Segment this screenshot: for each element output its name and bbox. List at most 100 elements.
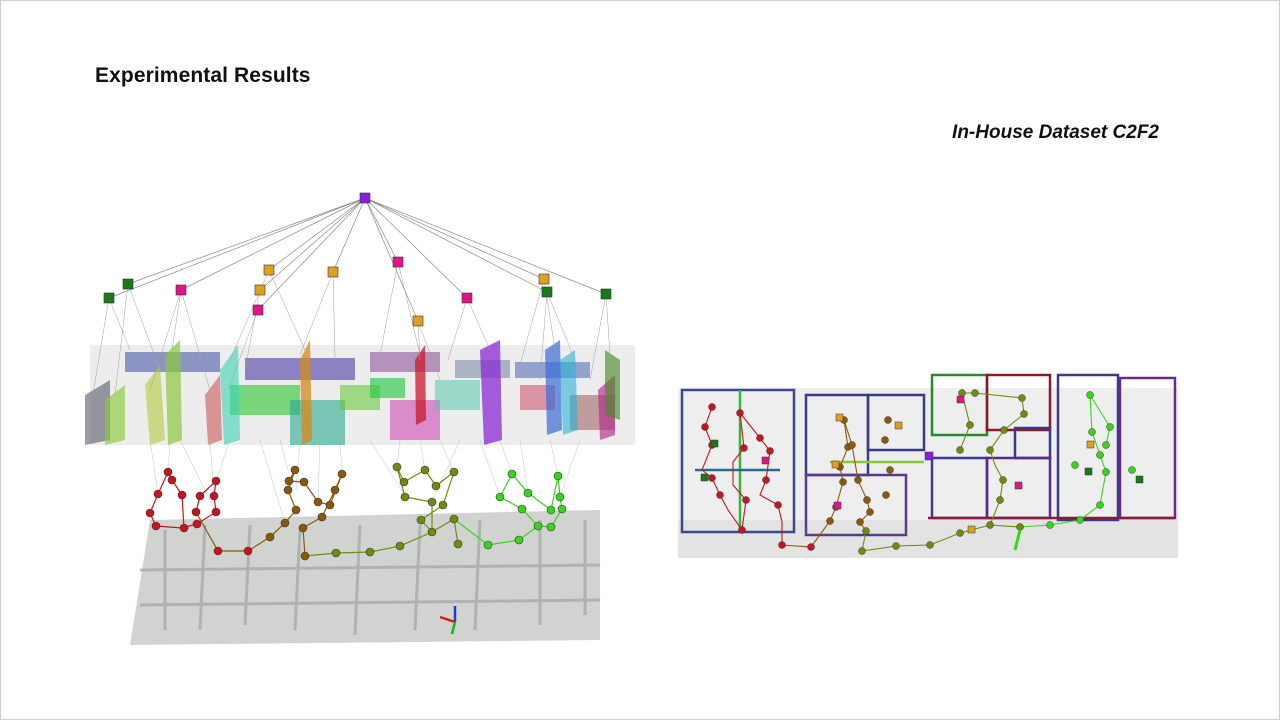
keyframe-node xyxy=(778,541,786,549)
keyframe-node xyxy=(839,478,847,486)
keyframe-node xyxy=(708,474,716,482)
room-node xyxy=(103,292,115,304)
keyframe-node xyxy=(848,441,856,449)
keyframe-node xyxy=(999,476,1007,484)
keyframe-node xyxy=(1088,428,1096,436)
room-node xyxy=(461,292,473,304)
keyframe-node xyxy=(826,517,834,525)
keyframe-node xyxy=(926,541,934,549)
keyframe-node xyxy=(762,476,770,484)
room-node xyxy=(541,286,553,298)
keyframe-node xyxy=(1128,466,1136,474)
keyframe-node xyxy=(453,539,463,549)
keyframe-node xyxy=(881,436,889,444)
keyframe-node xyxy=(325,500,335,510)
keyframe-group-green xyxy=(483,469,567,550)
left-3d-scene-graph xyxy=(85,192,635,645)
keyframe-node xyxy=(1106,423,1114,431)
keyframe-node xyxy=(546,522,556,532)
keyframe-node xyxy=(736,409,744,417)
room-node xyxy=(600,288,612,300)
room-node xyxy=(894,421,903,430)
floorplan-keyframes-green xyxy=(1046,391,1136,529)
room-node xyxy=(1014,481,1023,490)
keyframe-node xyxy=(192,519,202,529)
keyframe-node xyxy=(167,475,177,485)
keyframe-node xyxy=(299,477,309,487)
keyframe-node xyxy=(438,500,448,510)
keyframe-node xyxy=(756,434,764,442)
keyframe-group-red xyxy=(145,467,253,556)
keyframe-node xyxy=(213,546,223,556)
keyframe-node xyxy=(738,526,746,534)
keyframe-node xyxy=(265,532,275,542)
keyframe-node xyxy=(523,488,533,498)
keyframe-node xyxy=(291,505,301,515)
room-node xyxy=(761,456,770,465)
keyframe-node xyxy=(1102,441,1110,449)
keyframe-node xyxy=(163,467,173,477)
keyframe-node xyxy=(892,542,900,550)
keyframe-node xyxy=(483,540,493,550)
room-node xyxy=(831,460,840,469)
keyframe-node xyxy=(153,489,163,499)
room-node xyxy=(1135,475,1144,484)
room-node xyxy=(1086,440,1095,449)
room-node xyxy=(412,315,424,327)
room-node xyxy=(538,273,550,285)
keyframe-node xyxy=(243,546,253,556)
room-node xyxy=(175,284,187,296)
keyframe-node xyxy=(1076,516,1084,524)
keyframe-nodes xyxy=(145,462,567,561)
keyframe-node xyxy=(1096,501,1104,509)
keyframe-node xyxy=(392,462,402,472)
keyframe-node xyxy=(427,527,437,537)
keyframe-node xyxy=(431,481,441,491)
keyframe-node xyxy=(298,523,308,533)
keyframe-node xyxy=(179,523,189,533)
keyframe-node xyxy=(863,496,871,504)
keyframe-node xyxy=(884,416,892,424)
keyframe-node xyxy=(886,466,894,474)
building-node xyxy=(359,192,371,204)
keyframe-node xyxy=(956,529,964,537)
keyframe-node xyxy=(1046,521,1054,529)
keyframe-node xyxy=(145,508,155,518)
floorplan-room-nodes xyxy=(700,395,1144,534)
axes-gizmo xyxy=(439,606,457,635)
floorplan-keyframes-red xyxy=(701,403,815,551)
keyframe-node xyxy=(807,543,815,551)
keyframe-node xyxy=(211,507,221,517)
keyframe-node xyxy=(1071,461,1079,469)
right-topdown-floorplan xyxy=(678,373,1178,558)
keyframe-node xyxy=(209,491,219,501)
room-node xyxy=(122,278,134,290)
floor-point-cloud xyxy=(130,510,600,645)
keyframe-node xyxy=(507,469,517,479)
room-node xyxy=(1084,467,1093,476)
keyframe-node xyxy=(882,491,890,499)
keyframe-node xyxy=(330,485,340,495)
dataset-label: In-House Dataset C2F2 xyxy=(952,122,1159,143)
room-to-wall-edges xyxy=(91,261,611,401)
keyframe-node xyxy=(400,492,410,502)
room-node xyxy=(263,264,275,276)
keyframe-group-brown xyxy=(265,465,347,561)
slide-title: Experimental Results xyxy=(95,64,311,87)
room-node xyxy=(700,473,709,482)
room-node xyxy=(833,501,842,510)
keyframe-node xyxy=(555,492,565,502)
keyframe-node xyxy=(1102,468,1110,476)
keyframe-node xyxy=(284,476,294,486)
keyframe-node xyxy=(854,476,862,484)
axes-gizmo xyxy=(1013,529,1022,551)
keyframe-node xyxy=(517,504,527,514)
room-node xyxy=(392,256,404,268)
keyframe-node xyxy=(740,444,748,452)
keyframe-node xyxy=(701,423,709,431)
room-node xyxy=(252,304,264,316)
keyframe-node xyxy=(280,518,290,528)
keyframe-node xyxy=(290,465,300,475)
keyframe-node xyxy=(283,485,293,495)
